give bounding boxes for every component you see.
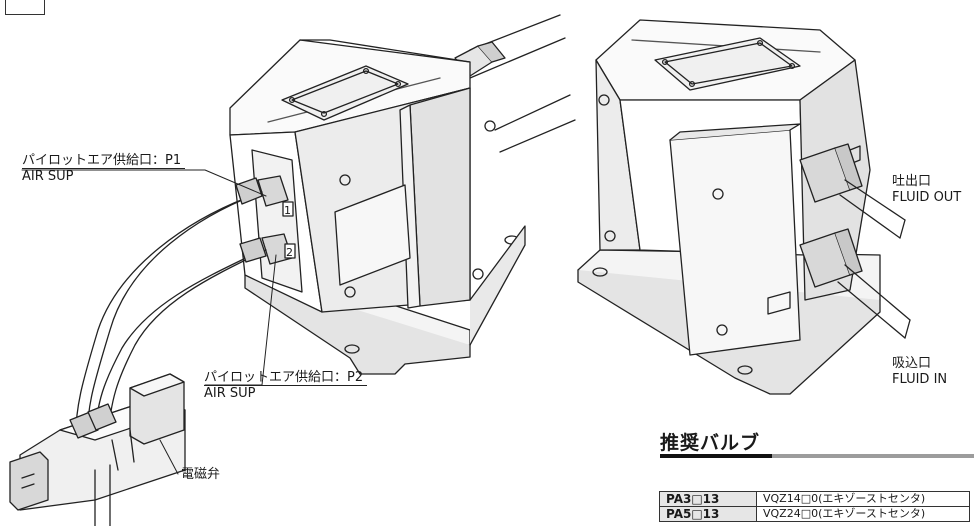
section-title: 推奨バルブ (660, 432, 761, 454)
label-pilot-p2: パイロットエア供給口：P2 AIR SUP (204, 370, 368, 402)
leader-solenoid (159, 439, 179, 475)
right-pump-unit (577, 19, 911, 395)
table-cell-model: PA5□13 (659, 506, 757, 522)
corner-frame (5, 0, 45, 15)
leader-p1 (21, 169, 267, 197)
valve-table: PA3□13 VQZ14□0(エキゾーストセンタ) PA5□13 VQZ24□0… (659, 491, 970, 522)
label-pilot-p1: パイロットエア供給口：P1 AIR SUP (22, 153, 186, 185)
label-pilot-p1-jp: パイロットエア供給口：P1 (22, 153, 186, 169)
port-mark-p1: 1 (284, 204, 291, 217)
label-inlet-en: FLUID IN (892, 372, 948, 387)
section-title-underline (660, 454, 974, 458)
label-outlet-en: FLUID OUT (892, 190, 962, 205)
table-cell-valve: VQZ14□0(エキゾーストセンタ) (756, 491, 970, 507)
left-pump-unit (75, 14, 576, 446)
table-cell-model: PA3□13 (659, 491, 757, 507)
label-outlet: 吐出口 FLUID OUT (892, 174, 961, 206)
label-inlet: 吸込口 FLUID IN (892, 356, 947, 388)
label-solenoid: 電磁弁 (181, 467, 220, 483)
label-outlet-jp: 吐出口 (892, 174, 932, 189)
label-pilot-p2-en: AIR SUP (204, 386, 256, 401)
solenoid-valve-manifold (9, 373, 186, 526)
label-solenoid-jp: 電磁弁 (181, 467, 221, 482)
leader-lines (21, 169, 277, 475)
port-mark-p2: 2 (286, 246, 293, 259)
label-inlet-jp: 吸込口 (892, 356, 932, 371)
table-row: PA5□13 VQZ24□0(エキゾーストセンタ) (659, 506, 970, 522)
label-pilot-p1-en: AIR SUP (22, 169, 74, 184)
label-pilot-p2-jp: パイロットエア供給口：P2 (204, 370, 368, 386)
leader-p2 (204, 254, 277, 386)
table-cell-valve: VQZ24□0(エキゾーストセンタ) (756, 506, 970, 522)
table-row: PA3□13 VQZ14□0(エキゾーストセンタ) (659, 491, 970, 507)
